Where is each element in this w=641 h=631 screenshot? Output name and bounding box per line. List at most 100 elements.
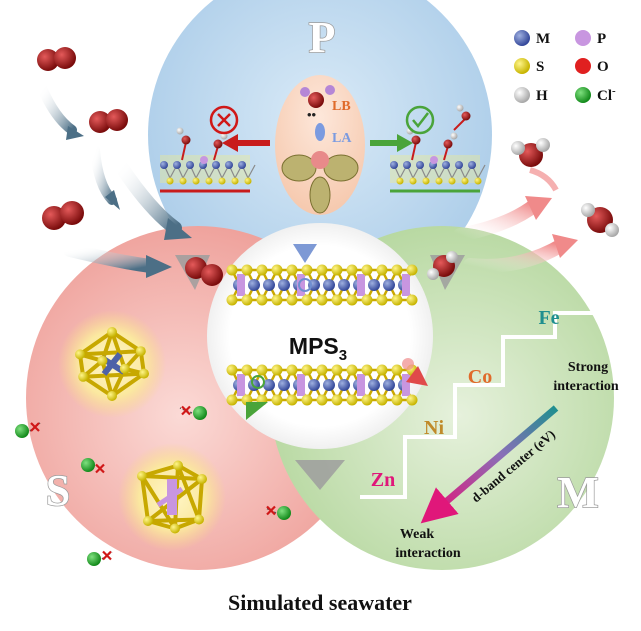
cl-ion-icon — [81, 458, 95, 472]
m-atom — [308, 379, 320, 391]
m-atom — [173, 161, 181, 169]
s-atom — [170, 523, 180, 534]
o-atom — [181, 135, 191, 145]
s-atom — [197, 474, 207, 484]
m-atom — [390, 161, 398, 169]
s-atom — [173, 460, 183, 471]
green-pointer — [246, 402, 268, 420]
inflow-arrow-head — [146, 255, 172, 278]
bond — [247, 164, 256, 179]
m-atom — [323, 379, 335, 391]
p-atom-icon — [325, 85, 335, 95]
s-atom — [241, 264, 253, 276]
left-slab — [160, 127, 256, 193]
legend-swatch — [575, 58, 591, 74]
m-atom — [468, 161, 476, 169]
energy-staircase — [360, 311, 598, 499]
m-atom — [186, 161, 194, 169]
strong-interaction-label-1: Strong — [568, 360, 608, 375]
s-atom — [286, 394, 298, 406]
outflow-arrow — [463, 238, 569, 273]
s-atom — [316, 394, 328, 406]
m-atom — [368, 279, 380, 291]
prismatic-cluster — [137, 460, 207, 534]
s-atom — [139, 368, 149, 379]
s-atom — [271, 294, 283, 306]
o-atom — [443, 139, 453, 149]
bond — [81, 374, 114, 398]
s-atom — [241, 364, 253, 376]
bond — [477, 164, 486, 179]
bond — [101, 352, 123, 376]
s-atom — [119, 363, 130, 374]
bond — [140, 474, 150, 523]
site-marker — [402, 358, 414, 370]
strong-interaction-label-2: interaction — [553, 379, 619, 394]
weak-interaction-label-2: interaction — [395, 546, 461, 561]
s-atom — [406, 264, 418, 276]
s-atom — [271, 364, 283, 376]
outflow-arrow — [529, 167, 559, 192]
mps3-crystal: MPS3 — [226, 244, 428, 420]
legend-label: H — [536, 88, 548, 104]
s-atom — [301, 364, 313, 376]
p-atom — [200, 156, 208, 164]
m-atom — [416, 161, 424, 169]
s-panel — [15, 310, 291, 566]
h-atom — [176, 127, 184, 135]
bond — [176, 463, 201, 522]
metal-label-zn: Zn — [371, 469, 395, 491]
orbital-lobe — [281, 154, 317, 182]
s-atom — [301, 264, 313, 276]
s-atom — [391, 364, 403, 376]
s-atom — [179, 177, 187, 185]
s-atom — [346, 364, 358, 376]
p-atom — [430, 156, 438, 164]
s-atom — [396, 177, 404, 185]
s-atom — [331, 264, 343, 276]
p-pillar — [297, 374, 305, 396]
o-atom — [411, 135, 421, 145]
green-arrow-head — [397, 134, 413, 152]
cross-icon — [102, 550, 112, 561]
m-atom — [263, 379, 275, 391]
s-atom — [286, 294, 298, 306]
m-atom — [225, 161, 233, 169]
cross-icon — [181, 405, 191, 416]
m-atom — [278, 379, 290, 391]
outflow-arrow-head — [525, 196, 552, 220]
h2o-molecule — [511, 138, 550, 167]
o2-molecule — [37, 47, 76, 71]
cross-icon — [266, 505, 276, 516]
s-atom — [361, 264, 373, 276]
o-atom — [213, 139, 223, 149]
bond — [181, 141, 187, 161]
s-atom — [331, 364, 343, 376]
s-atom — [271, 394, 283, 406]
s-atom — [78, 371, 89, 382]
octahedral-cluster — [75, 327, 149, 401]
inflow-arrow-head — [105, 190, 120, 210]
legend-label: O — [597, 59, 609, 75]
d-band-arrow — [420, 405, 559, 524]
la-label: LA — [332, 131, 352, 146]
legend-swatch — [514, 30, 530, 46]
outgoing-h2o — [427, 138, 619, 280]
o2-molecule — [185, 257, 223, 286]
cross-icon — [209, 105, 239, 135]
s-atom — [226, 364, 238, 376]
bond — [81, 371, 146, 379]
legend-swatch — [514, 87, 530, 103]
cross-icon — [95, 463, 105, 474]
p-pillar — [402, 374, 410, 396]
legend-label: Cl- — [597, 85, 616, 104]
site-marker — [298, 278, 312, 292]
s-atom — [241, 294, 253, 306]
bond — [156, 486, 184, 508]
legend-label: M — [536, 31, 550, 47]
m-atom — [248, 279, 260, 291]
s-atom — [192, 177, 200, 185]
s-atom — [194, 514, 204, 525]
metal-label-ni: Ni — [424, 417, 444, 439]
bond — [146, 517, 201, 523]
